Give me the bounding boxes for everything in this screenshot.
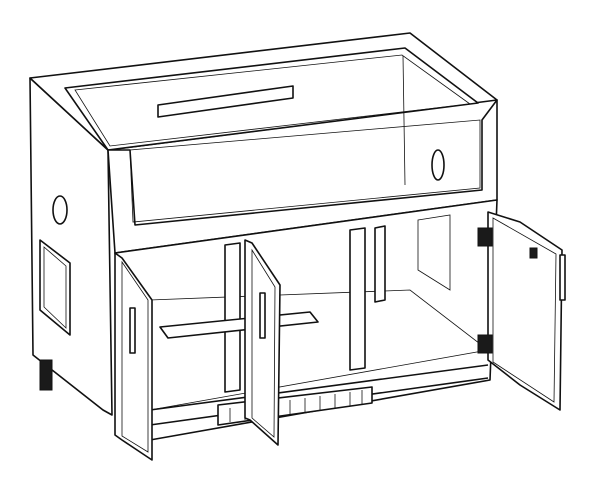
- door-handle[interactable]: [559, 254, 566, 301]
- left-side-panel: [29, 77, 113, 416]
- top-frame: [29, 32, 498, 151]
- door-handle[interactable]: [129, 307, 136, 354]
- hinge: [477, 227, 493, 247]
- latch: [529, 247, 538, 259]
- hinge: [477, 334, 493, 354]
- right-door[interactable]: [477, 211, 566, 411]
- back-vent-slot: [157, 85, 294, 118]
- left-door[interactable]: [114, 252, 153, 461]
- middle-door[interactable]: [244, 239, 281, 446]
- door-handle[interactable]: [259, 292, 266, 339]
- leveling-foot: [39, 359, 53, 391]
